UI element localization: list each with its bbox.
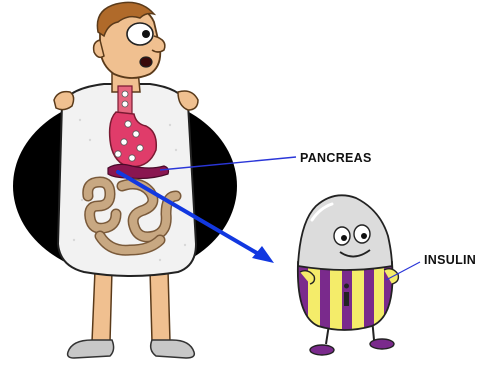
man-legs: [92, 270, 170, 342]
pancreas-label: PANCREAS: [300, 151, 372, 165]
man-mouth: [140, 57, 152, 67]
pill-left-foot: [310, 345, 334, 355]
man-head: [94, 2, 165, 78]
man-shoes: [68, 340, 195, 358]
man-figure: [54, 2, 198, 358]
insulin-label: INSULIN: [424, 253, 476, 267]
insulin-pill-character: [290, 195, 400, 355]
pill-right-foot: [370, 339, 394, 349]
